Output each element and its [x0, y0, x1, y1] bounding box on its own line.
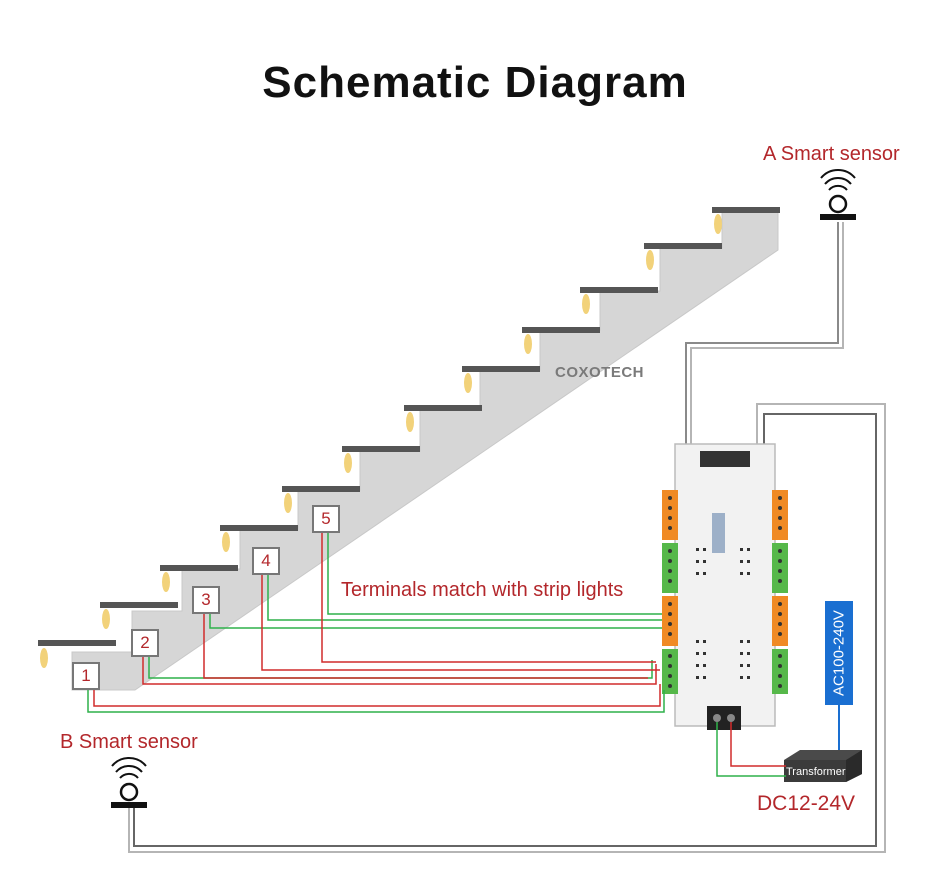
sensor-a-wire — [685, 222, 844, 445]
step-label-2: 2 — [131, 629, 159, 657]
transformer-box — [784, 750, 862, 782]
step-label-5: 5 — [312, 505, 340, 533]
brand-watermark: COXOTECH — [555, 364, 645, 381]
dc-wires — [716, 722, 786, 777]
page-title: Schematic Diagram — [262, 58, 688, 107]
step-label-4: 4 — [252, 547, 280, 575]
sensor-a-label: A Smart sensor — [763, 143, 900, 165]
step-treads — [38, 207, 780, 646]
transformer-label: Transformer — [786, 766, 846, 778]
step-label-3: 3 — [192, 586, 220, 614]
motion-sensor-icon — [820, 168, 856, 220]
step-label-1: 1 — [72, 662, 100, 690]
ac-input-label: AC100-240V — [830, 610, 848, 696]
step-lights — [40, 214, 722, 668]
step-wires — [87, 533, 665, 713]
dc-output-label: DC12-24V — [757, 792, 856, 815]
terminals-note: Terminals match with strip lights — [341, 579, 624, 601]
sensor-b-label: B Smart sensor — [60, 731, 198, 753]
controller — [662, 443, 788, 730]
sensor-b-wire — [128, 403, 886, 853]
ac-input-badge: AC100-240V — [825, 601, 853, 705]
motion-sensor-icon — [111, 756, 147, 808]
